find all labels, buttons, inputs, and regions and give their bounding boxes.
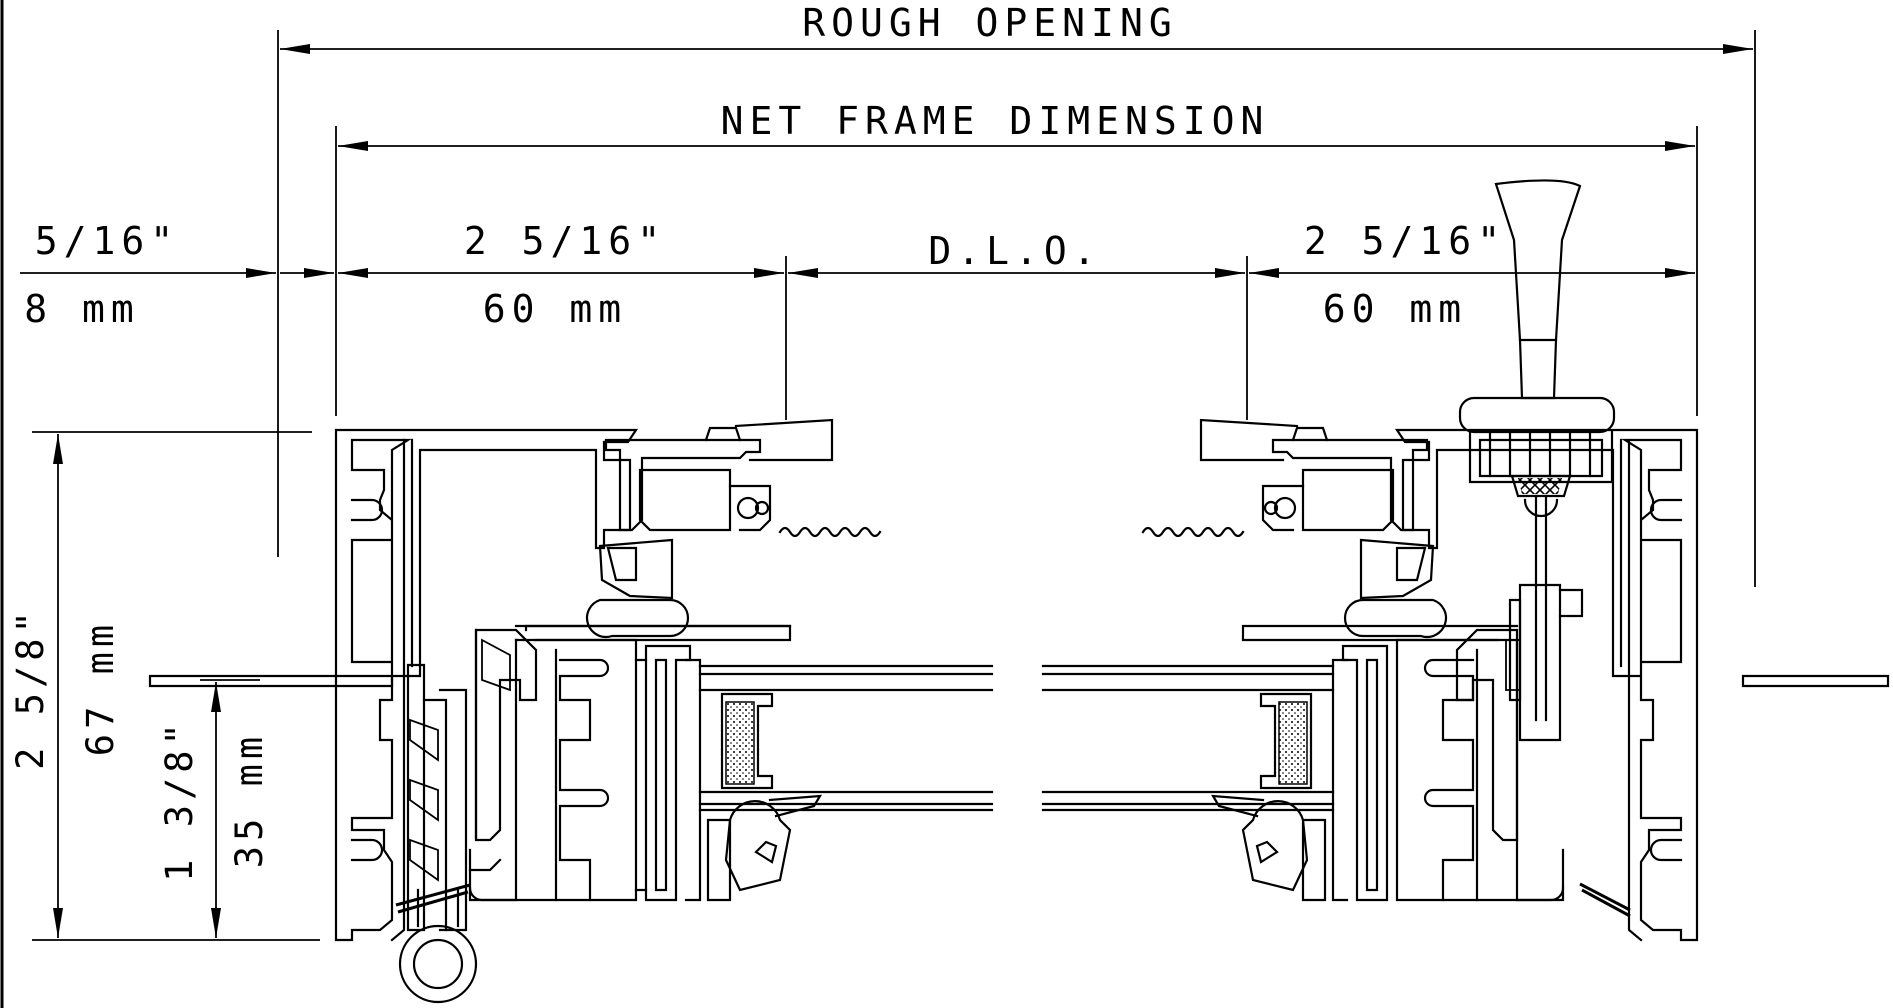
left-frame-profile	[148, 428, 639, 1004]
left-clamp-wedge	[734, 418, 834, 462]
left-sash-profile	[468, 624, 823, 902]
right-glass-unit	[1041, 664, 1335, 812]
rough-opening-label: ROUGH OPENING	[802, 1, 1177, 45]
left-gap-mm-label: 8 mm	[24, 287, 140, 331]
cam-handle	[1458, 179, 1616, 722]
left-glass-unit	[698, 664, 994, 812]
right-frame-mm-label: 60 mm	[1323, 287, 1467, 331]
left-wavy-seal	[778, 526, 882, 538]
right-frame-profile	[1394, 428, 1890, 942]
right-frame-inch-label: 2 5/16"	[1304, 219, 1506, 263]
dlo-label: D.L.O.	[928, 229, 1101, 273]
depth-inch-label: 2 5/8"	[9, 606, 52, 770]
right-glazing-clip	[1141, 418, 1448, 639]
depth-mm-label: 67 mm	[79, 620, 122, 756]
right-wavy-seal	[1141, 526, 1245, 538]
dimension-lines	[20, 30, 1756, 941]
net-frame-label: NET FRAME DIMENSION	[721, 99, 1270, 143]
sash-mm-label: 35 mm	[228, 732, 271, 868]
right-sash-profile	[1210, 624, 1565, 902]
hinge-pin	[398, 924, 478, 1004]
left-gap-inch-label: 5/16"	[35, 219, 179, 263]
left-glazing-clip	[585, 418, 882, 639]
left-frame-mm-label: 60 mm	[483, 287, 627, 331]
left-frame-inch-label: 2 5/16"	[464, 219, 666, 263]
sash-inch-label: 1 3/8"	[158, 718, 201, 882]
right-clamp-wedge	[1199, 418, 1299, 462]
